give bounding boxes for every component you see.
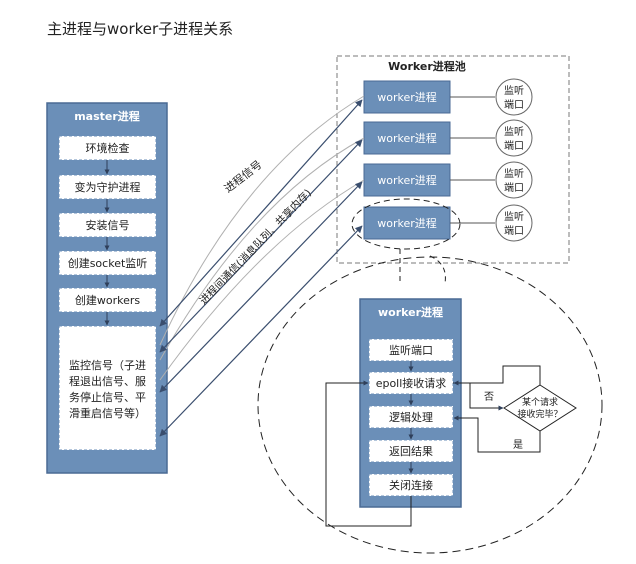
master-step-install-signals: 安装信号 [58,212,157,238]
detail-step-close: 关闭连接 [368,473,454,497]
monitor-line: 滑重启信号等） [69,406,146,420]
master-worker-links [159,95,365,437]
ipc-label: 进程间通信(消息队列、共享内存) [197,186,314,307]
detail-step-label: epoll接收请求 [376,376,447,390]
port-label: 端口 [504,224,524,237]
worker-highlight [351,198,461,250]
master-step-daemonize: 变为守护进程 [58,174,157,200]
worker-box-1: worker进程 监听 端口 [363,78,533,116]
master-step-label: 变为守护进程 [75,180,141,194]
master-step-create-socket: 创建socket监听 [58,250,157,276]
worker-detail-panel: worker进程 监听端口 epoll接收请求 逻辑处理 返回结果 关闭连接 [359,298,462,508]
master-step-label: 环境检查 [86,141,130,155]
detail-step-return: 返回结果 [368,439,454,463]
worker-pool: Worker进程池 worker进程 监听 端口 worker进程 监听 端口 … [336,55,570,264]
master-panel: master进程 环境检查 变为守护进程 安装信号 创建socket监听 创建w… [46,102,168,474]
decision-line: 接收完毕？ [517,408,562,420]
worker-label: worker进程 [377,217,437,230]
port-label: 端口 [504,181,524,194]
worker-box-2: worker进程 监听 端口 [363,119,533,157]
master-step-monitor-signals: 监控信号（子进 程退出信号、服 务停止信号、平 滑重启信号等） [58,325,157,451]
master-step-label: 创建socket监听 [68,256,148,270]
detail-step-label: 关闭连接 [389,478,433,492]
yes-label: 是 [513,439,523,451]
master-step-create-workers: 创建workers [58,287,157,313]
monitor-line: 监控信号（子进 [69,358,146,372]
detail-step-logic: 逻辑处理 [368,405,454,429]
monitor-line: 程退出信号、服 [69,374,146,388]
port-label: 监听 [504,84,524,97]
no-branch-arrow [453,365,541,386]
worker-label: worker进程 [377,132,437,145]
port-label: 监听 [504,210,524,223]
detail-step-label: 监听端口 [389,344,433,357]
detail-step-label: 逻辑处理 [389,410,433,424]
master-title: master进程 [74,109,140,123]
decision-diamond: 某个请求 接收完毕？ [503,384,577,432]
decision-line: 某个请求 [522,396,558,408]
monitor-line: 务停止信号、平 [69,390,146,404]
signal-label: 进程信号 [222,158,265,195]
detail-circle [257,256,603,554]
page-title: 主进程与worker子进程关系 [47,20,234,38]
detail-step-epoll: epoll接收请求 [368,371,454,395]
worker-pool-title: Worker进程池 [388,59,466,73]
loop-back-arrow [325,380,412,527]
worker-label: worker进程 [377,174,437,187]
port-label: 端口 [504,139,524,152]
detail-step-listen-port: 监听端口 [368,338,454,362]
worker-box-4: worker进程 监听 端口 [363,204,533,242]
master-step-label: 创建workers [75,293,141,307]
worker-detail-title: worker进程 [378,305,443,319]
master-step-env-check: 环境检查 [58,135,157,161]
detail-step-label: 返回结果 [389,445,433,458]
port-label: 监听 [504,167,524,180]
master-step-label: 安装信号 [86,218,130,232]
port-label: 端口 [504,98,524,111]
zoom-connector-curve [429,255,446,284]
no-label: 否 [484,391,494,403]
worker-box-3: worker进程 监听 端口 [363,161,533,199]
port-label: 监听 [504,125,524,138]
worker-label: worker进程 [377,91,437,104]
yes-branch-arrow [453,415,541,453]
